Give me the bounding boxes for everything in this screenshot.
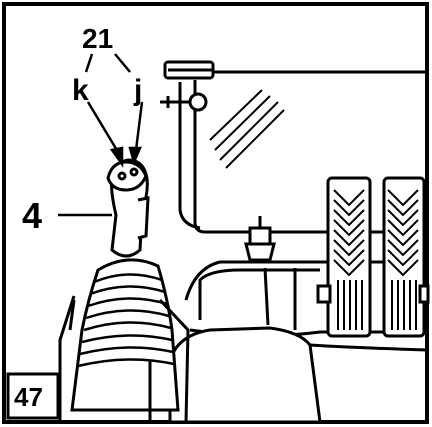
label-4: 4 bbox=[22, 195, 42, 236]
seat bbox=[168, 326, 428, 424]
leader-k bbox=[86, 101, 124, 168]
leader-21 bbox=[84, 53, 131, 73]
valve-knob bbox=[244, 216, 276, 262]
boot-folds bbox=[77, 273, 175, 368]
joystick-housing bbox=[58, 295, 190, 423]
figure-number: 47 bbox=[14, 382, 43, 412]
leader-j bbox=[128, 101, 144, 166]
label-k: k bbox=[72, 74, 89, 107]
upper-lever bbox=[160, 60, 215, 112]
pedal-tread bbox=[333, 189, 419, 330]
joystick-grip bbox=[106, 158, 150, 258]
label-21: 21 bbox=[82, 23, 113, 54]
glass-hatch bbox=[209, 89, 285, 169]
label-j: j bbox=[133, 74, 142, 107]
cab-structure bbox=[178, 70, 427, 234]
pedal-right bbox=[382, 176, 430, 338]
figure-number-box bbox=[6, 372, 60, 420]
